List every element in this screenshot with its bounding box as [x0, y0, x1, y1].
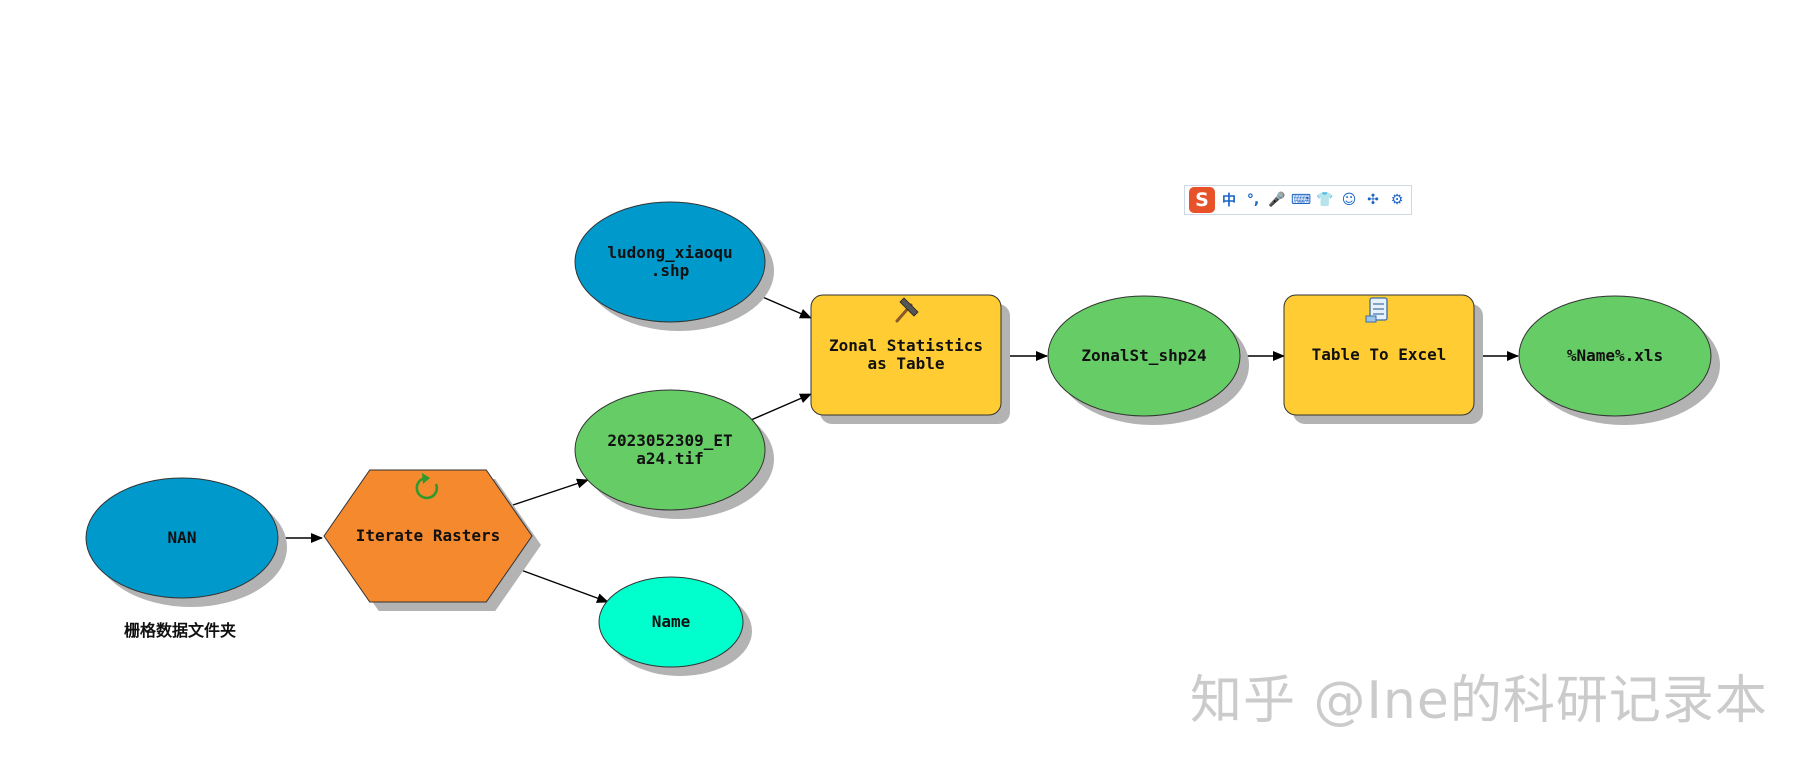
node-shape — [1283, 294, 1475, 416]
connector-raster-to-zonal — [750, 393, 812, 421]
node-ludong[interactable]: ludong_xiaoqu.shp — [574, 201, 774, 331]
ime-toolbox-icon[interactable]: ✣ — [1367, 192, 1379, 208]
folder-caption: 栅格数据文件夹 — [124, 621, 236, 640]
node-zonalst[interactable]: ZonalSt_shp24 — [1047, 295, 1249, 425]
node-shape — [810, 294, 1002, 416]
node-label: Iterate Rasters — [356, 526, 501, 545]
node-label: Zonal Statistics — [829, 336, 983, 355]
ime-emoji-icon[interactable]: ☺ — [1341, 192, 1357, 208]
node-shape — [574, 389, 766, 511]
node-xls[interactable]: %Name%.xls — [1518, 295, 1720, 425]
ime-keyboard-icon[interactable]: ⌨ — [1290, 192, 1312, 208]
ime-skin-icon[interactable]: 👕 — [1316, 192, 1334, 208]
node-shape — [323, 469, 533, 603]
ime-items: 中 °, 🎤⌨👕 ☺ ✣ ⚙ — [1219, 190, 1407, 210]
connector-iterate-to-raster — [509, 478, 589, 507]
node-label: .shp — [651, 261, 690, 280]
node-label: ludong_xiaoqu — [607, 243, 732, 262]
script-icon — [1365, 297, 1388, 323]
node-shape — [598, 576, 744, 668]
ime-voice-icon[interactable]: 🎤 — [1268, 192, 1286, 208]
ime-toolbar[interactable]: S 中 °, 🎤⌨👕 ☺ ✣ ⚙ — [1184, 185, 1412, 215]
node-shape — [574, 201, 766, 323]
watermark: 知乎 @Ine的科研记录本 — [1190, 671, 1768, 731]
node-label: a24.tif — [636, 449, 703, 468]
node-shape — [1518, 295, 1712, 417]
ime-logo-icon[interactable]: S — [1189, 187, 1215, 213]
ime-settings-icon[interactable]: ⚙ — [1390, 192, 1404, 208]
ime-chinese-mode-icon[interactable]: 中 — [1222, 193, 1236, 209]
hammer-icon — [895, 297, 919, 323]
node-toexcel[interactable]: Table To Excel — [1283, 294, 1483, 424]
node-label: 2023052309_ET — [607, 431, 732, 450]
ime-punctuation-icon[interactable]: °, — [1246, 192, 1260, 208]
node-label: ZonalSt_shp24 — [1081, 346, 1206, 365]
nodes-layer: NAN Iterate Rasters ludong_xiaoqu.shp 20230… — [85, 201, 1720, 676]
node-name[interactable]: Name — [598, 576, 752, 676]
node-label: %Name%.xls — [1567, 346, 1663, 365]
node-label: Table To Excel — [1312, 345, 1447, 364]
node-iterate[interactable]: Iterate Rasters — [323, 469, 541, 611]
iterate-arrow-icon — [415, 473, 439, 500]
node-shape — [1047, 295, 1241, 417]
node-nan[interactable]: NAN — [85, 477, 287, 607]
node-label: NAN — [168, 528, 197, 547]
connector-iterate-to-name — [509, 565, 609, 603]
node-shape — [85, 477, 279, 599]
node-label: as Table — [867, 354, 944, 373]
node-label: Name — [652, 612, 691, 631]
